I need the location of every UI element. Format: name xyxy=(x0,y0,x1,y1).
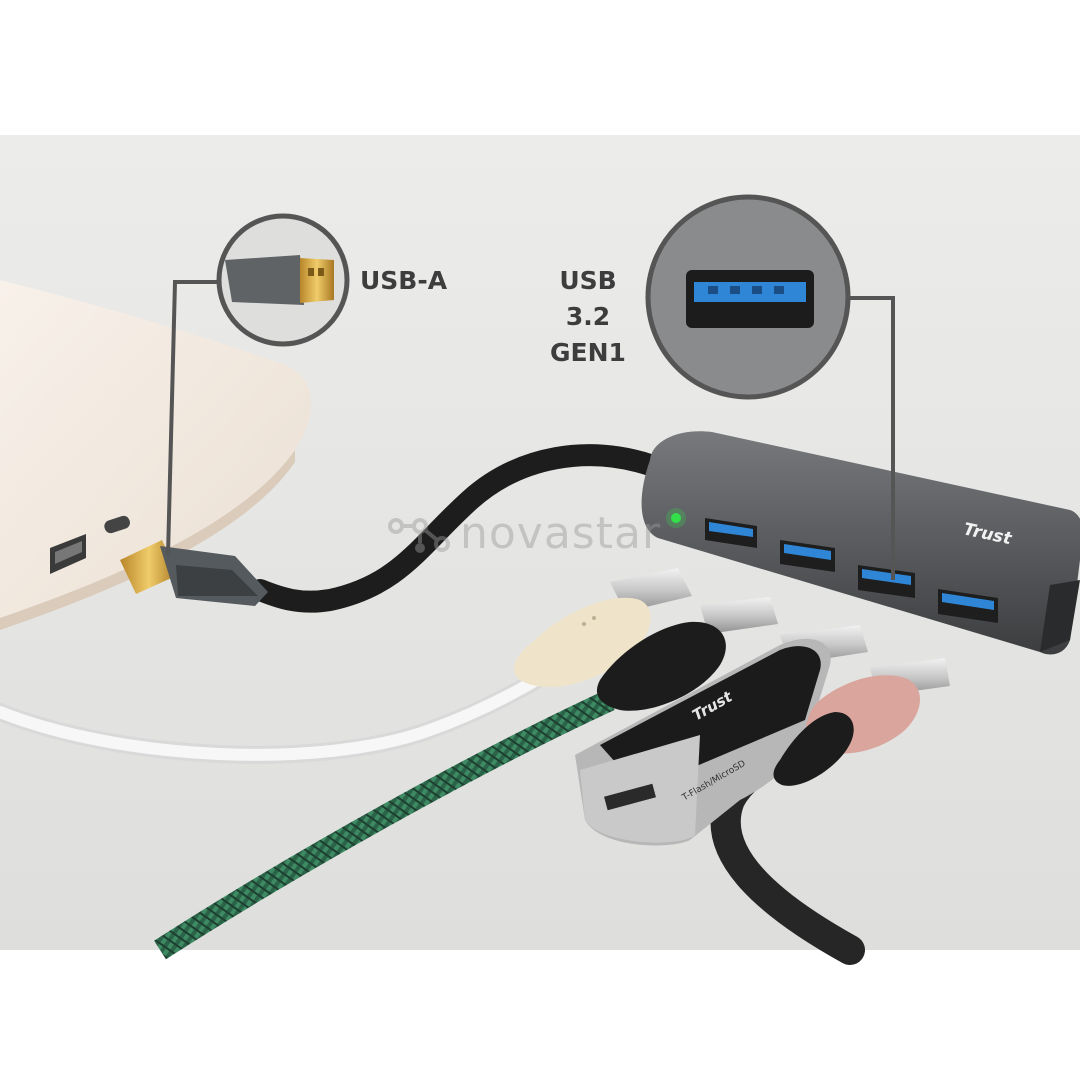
usb-a-plug-closeup xyxy=(225,255,334,305)
usb32-callout-label: USB 3.2 GEN1 xyxy=(540,263,636,371)
usb32-callout-line xyxy=(850,296,895,580)
usb-a-callout-line xyxy=(166,280,222,556)
laptop-usbc-port xyxy=(104,515,130,534)
usb32-port-closeup xyxy=(686,270,814,328)
hub-cable xyxy=(249,444,661,613)
green-braided-cable xyxy=(154,690,615,960)
card-reader: Trust T-Flash/MicroSD xyxy=(575,625,868,846)
black-usb-plug xyxy=(596,597,778,711)
usb-hub: Trust xyxy=(641,431,1080,655)
usb32-callout-line2: GEN1 xyxy=(550,338,626,367)
usb-a-callout xyxy=(166,213,350,556)
usb-a-plug xyxy=(120,540,268,606)
laptop-usb-port xyxy=(50,534,86,574)
hub-port-4 xyxy=(938,589,998,623)
pink-usb-plug xyxy=(773,658,950,786)
hub-port-2 xyxy=(780,540,835,572)
laptop xyxy=(0,280,312,630)
hub-port-3 xyxy=(858,565,915,598)
watermark-text: novastar xyxy=(460,508,662,559)
hub-status-led xyxy=(671,513,681,523)
usb-a-callout-label: USB-A xyxy=(360,266,448,295)
usb32-callout-line1: USB 3.2 xyxy=(559,266,617,331)
hub-port-1 xyxy=(705,518,757,548)
watermark: novastar xyxy=(388,508,661,559)
watermark-logo-icon xyxy=(388,517,450,553)
usb32-callout xyxy=(645,194,895,580)
